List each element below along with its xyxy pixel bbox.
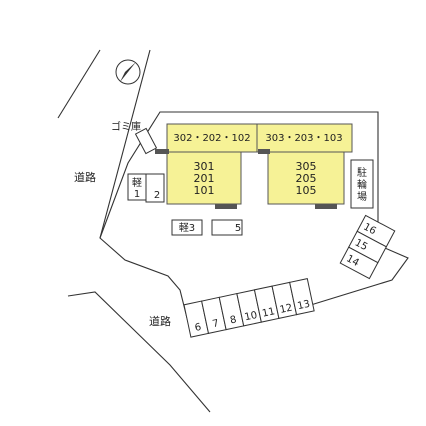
parking-space-13 xyxy=(289,278,315,316)
parking-space-7-label: 7 xyxy=(211,318,220,330)
site-boundary xyxy=(99,111,409,331)
parking-side: 16 15 14 xyxy=(339,214,396,280)
parking-space-12-label: 12 xyxy=(279,302,294,315)
building-left-step-a xyxy=(155,149,169,154)
road-label-lower: 道路 xyxy=(149,314,171,328)
parking-space-2 xyxy=(145,173,165,203)
garbage-shed xyxy=(134,127,158,155)
parking-space-11-label: 11 xyxy=(261,306,276,319)
road-label-upper: 道路 xyxy=(74,170,96,184)
building-right xyxy=(267,151,345,205)
building-right-step-a xyxy=(258,149,270,154)
parking-space-6-label: 6 xyxy=(194,322,203,334)
parking-space-14-label: 14 xyxy=(344,253,360,269)
building-left-step-b xyxy=(215,204,237,209)
bicycle-parking xyxy=(350,159,374,209)
north-arrow-icon xyxy=(115,59,141,85)
parking-space-14 xyxy=(339,246,379,280)
road-east-edge xyxy=(99,49,151,239)
building-right-unit-mid: 205 xyxy=(296,172,317,185)
parking-space-kei-3-label: 軽3 xyxy=(179,222,195,234)
parking-space-kei-3 xyxy=(171,219,203,236)
road-south-edge xyxy=(67,291,211,413)
building-front-right-units: 303・203・103 xyxy=(265,133,342,144)
parking-space-8-label: 8 xyxy=(229,314,238,326)
building-right-unit-top: 305 xyxy=(296,160,317,173)
parking-row: 6 7 8 10 11 12 13 xyxy=(183,278,315,338)
building-front-left-units: 302・202・102 xyxy=(173,133,250,144)
garbage-shed-label: ゴミ庫 xyxy=(111,120,141,133)
parking-space-2-label: 2 xyxy=(154,190,160,201)
building-left-unit-top: 301 xyxy=(194,160,215,173)
building-left xyxy=(166,151,242,205)
building-front-right xyxy=(256,123,353,153)
parking-space-kei-1-label-top: 軽 xyxy=(132,177,142,189)
parking-space-16-label: 16 xyxy=(361,222,377,238)
road-west-edge xyxy=(57,49,101,119)
bicycle-parking-label-1: 駐輪場 xyxy=(357,166,367,203)
building-left-unit-bottom: 101 xyxy=(194,184,215,197)
parking-space-kei-1-label-bottom: 1 xyxy=(134,189,140,200)
building-left-unit-mid: 201 xyxy=(194,172,215,185)
building-right-step-b xyxy=(315,204,337,209)
parking-space-5-label: 5 xyxy=(235,223,241,234)
parking-space-5 xyxy=(211,219,243,236)
building-right-unit-bottom: 105 xyxy=(296,184,317,197)
parking-space-10-label: 10 xyxy=(244,310,259,323)
parking-space-13-label: 13 xyxy=(296,299,311,312)
parking-space-15-label: 15 xyxy=(353,237,369,253)
